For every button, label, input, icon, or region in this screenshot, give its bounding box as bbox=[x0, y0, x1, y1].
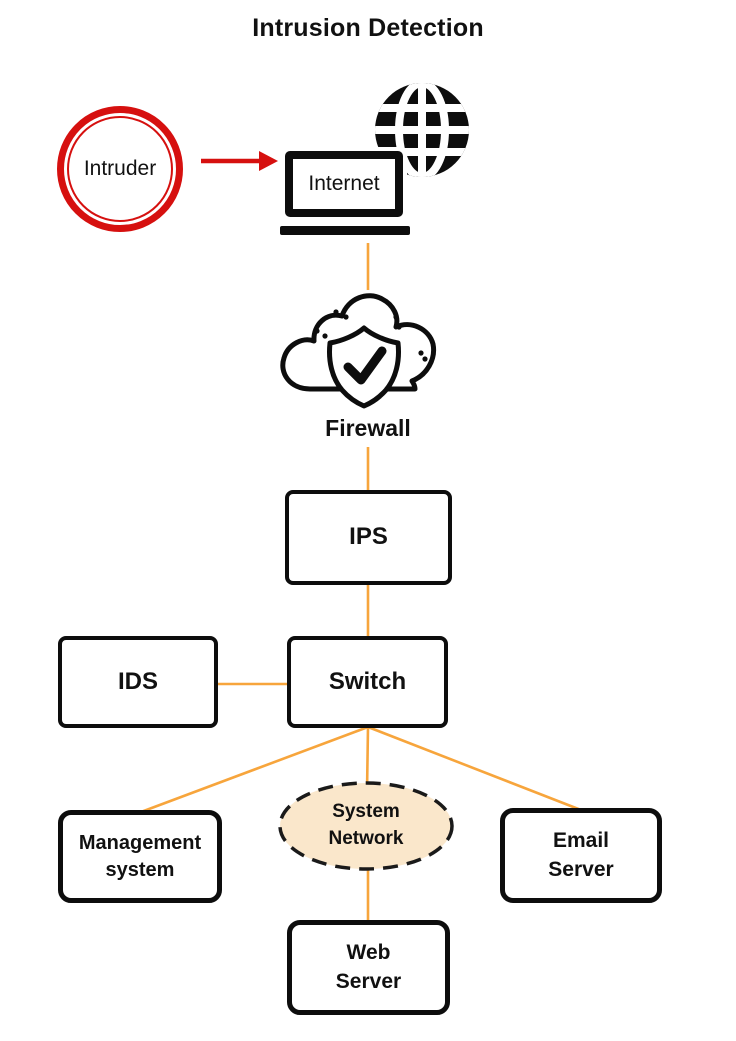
ips-label: IPS bbox=[349, 523, 388, 551]
management-system-label: Management system bbox=[78, 831, 202, 881]
node-ips: IPS bbox=[285, 490, 452, 585]
laptop-base bbox=[280, 226, 410, 235]
switch-label: Switch bbox=[328, 667, 407, 695]
firewall-label: Firewall bbox=[325, 415, 411, 441]
node-ids: IDS bbox=[58, 636, 218, 728]
node-web-server: Web Server bbox=[287, 920, 450, 1015]
ids-label: IDS bbox=[117, 667, 158, 695]
node-email-server: Email Server bbox=[500, 808, 662, 903]
cloud-shield-check-icon bbox=[280, 293, 437, 409]
node-management-system: Management system bbox=[58, 810, 222, 903]
node-internet laptop-icon: Internet bbox=[285, 151, 403, 217]
node-intruder: Intruder bbox=[57, 106, 183, 232]
arrow-right-icon bbox=[201, 151, 278, 171]
intruder-label: Intruder bbox=[83, 157, 157, 180]
web-server-label: Web Server bbox=[335, 941, 402, 993]
double-ring-icon bbox=[67, 116, 173, 222]
system-network-label: System Network bbox=[328, 801, 404, 849]
node-switch: Switch bbox=[287, 636, 448, 728]
email-server-label: Email Server bbox=[548, 829, 614, 881]
internet-label: Internet bbox=[308, 172, 380, 195]
diagram-title: Intrusion Detection bbox=[252, 14, 484, 42]
